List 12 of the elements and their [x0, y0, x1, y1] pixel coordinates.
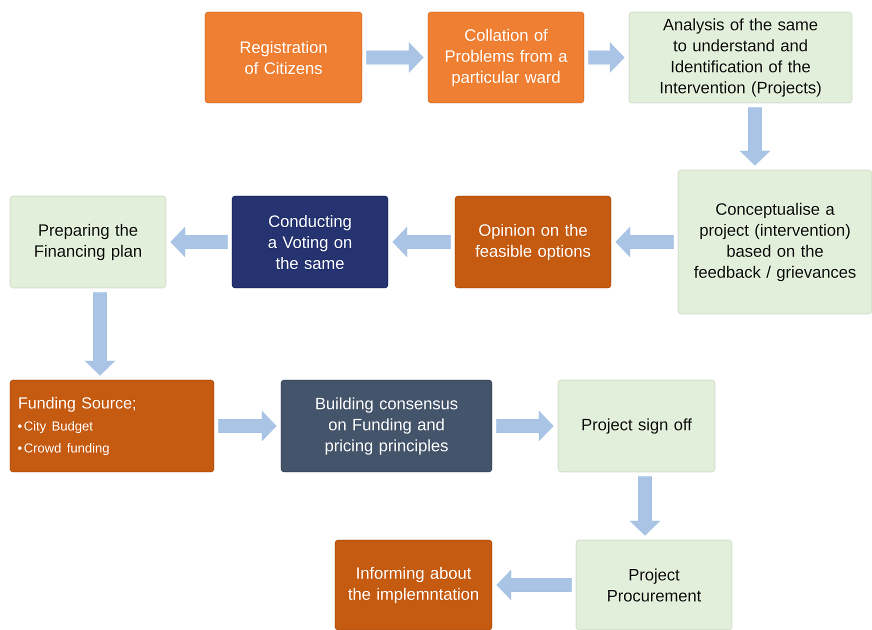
process-box: Conducting a Voting on the same	[232, 196, 388, 288]
process-box: Preparing the Financing plan	[10, 196, 166, 288]
process-box: Project sign off	[558, 380, 716, 472]
process-box: Building consensus on Funding and pricing principles	[280, 380, 492, 472]
process-box: Registration of Citizens	[204, 12, 362, 104]
process-box: Project Procurement	[576, 540, 732, 630]
process-box: Analysis of the same to understand and Identification of the Intervention (Projects)	[628, 12, 852, 104]
process-box: Funding Source; City Budget Crowd funding	[10, 380, 214, 472]
process-box: Conceptualise a project (intervention) based on the feedback / grievances	[678, 170, 872, 314]
process-box: Collation of Problems from a particular ward	[428, 12, 584, 104]
process-box: Opinion on the feasible options	[454, 196, 612, 288]
process-box: Informing about the implemntation	[334, 540, 492, 630]
